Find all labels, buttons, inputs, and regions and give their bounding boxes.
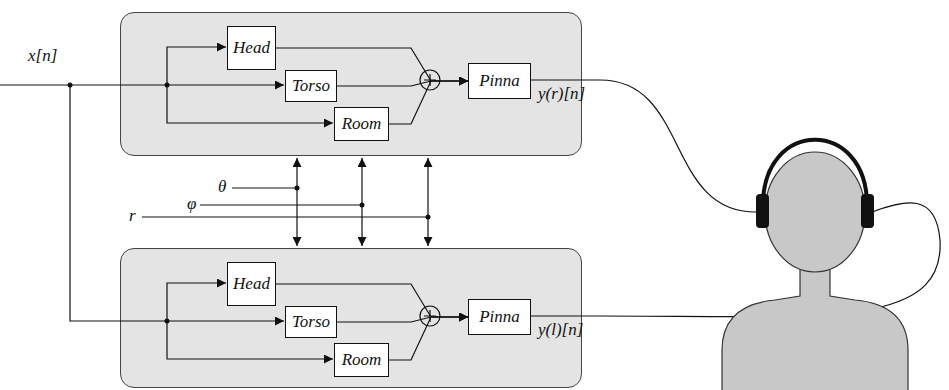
parameter-name: θ bbox=[218, 177, 226, 197]
input-wire bbox=[167, 85, 333, 123]
parameter-wire bbox=[232, 187, 297, 188]
plus-sign bbox=[424, 310, 436, 322]
parameter-arrow bbox=[361, 158, 362, 246]
listener-silhouette bbox=[722, 140, 908, 390]
plus-sign bbox=[424, 74, 436, 86]
process-box: Head bbox=[227, 26, 276, 70]
signal-connector bbox=[276, 284, 468, 317]
signal-name: x[n] bbox=[28, 46, 57, 66]
headphone-band bbox=[763, 140, 867, 205]
block-label: Torso bbox=[292, 312, 330, 332]
process-box: Room bbox=[334, 343, 389, 377]
block-label: Pinna bbox=[479, 307, 520, 327]
signal-connector bbox=[389, 81, 468, 124]
filter-block: HeadTorsoRoom Pinna bbox=[120, 12, 582, 156]
signal-name: y(r)[n] bbox=[538, 84, 585, 104]
parameter-arrow bbox=[427, 158, 428, 246]
input-wire bbox=[167, 47, 226, 85]
block-label: Torso bbox=[292, 76, 330, 96]
block-label: Pinna bbox=[479, 71, 520, 91]
block-label: Head bbox=[233, 274, 270, 294]
process-box: Torso bbox=[285, 70, 337, 102]
earcup bbox=[756, 194, 769, 228]
signal-connector bbox=[276, 48, 468, 81]
block-label: Room bbox=[342, 350, 382, 370]
process-box: Pinna bbox=[468, 63, 531, 99]
block-label: Head bbox=[233, 38, 270, 58]
signal-connector bbox=[337, 317, 468, 322]
block-label: Room bbox=[342, 114, 382, 134]
input-wire bbox=[167, 283, 226, 321]
junction-dot bbox=[165, 83, 170, 88]
input-wire bbox=[167, 321, 333, 359]
parameter-wire bbox=[200, 204, 362, 205]
input-wire bbox=[0, 84, 284, 85]
sum-junction bbox=[420, 70, 440, 90]
signal-connector bbox=[389, 317, 468, 360]
junction-dot bbox=[68, 83, 73, 88]
process-box: Pinna bbox=[468, 299, 531, 335]
filter-block: HeadTorsoRoom Pinna bbox=[120, 248, 582, 388]
junction-dot bbox=[360, 203, 365, 208]
earcup bbox=[861, 194, 874, 228]
sum-junction bbox=[420, 306, 440, 326]
process-box: Room bbox=[334, 107, 389, 141]
output-wire bbox=[530, 203, 940, 317]
parameter-arrow bbox=[296, 158, 297, 246]
junction-dot bbox=[295, 186, 300, 191]
junction-dot bbox=[165, 319, 170, 324]
parameter-name: φ bbox=[187, 194, 196, 214]
output-wire bbox=[530, 80, 758, 212]
parameter-name: r bbox=[129, 206, 136, 226]
parameter-wire bbox=[142, 216, 428, 217]
junction-dot bbox=[426, 215, 431, 220]
signal-name: y(l)[n] bbox=[538, 320, 583, 340]
process-box: Head bbox=[227, 262, 276, 306]
input-wire bbox=[70, 85, 284, 321]
signal-connector bbox=[337, 81, 468, 86]
process-box: Torso bbox=[285, 306, 337, 338]
